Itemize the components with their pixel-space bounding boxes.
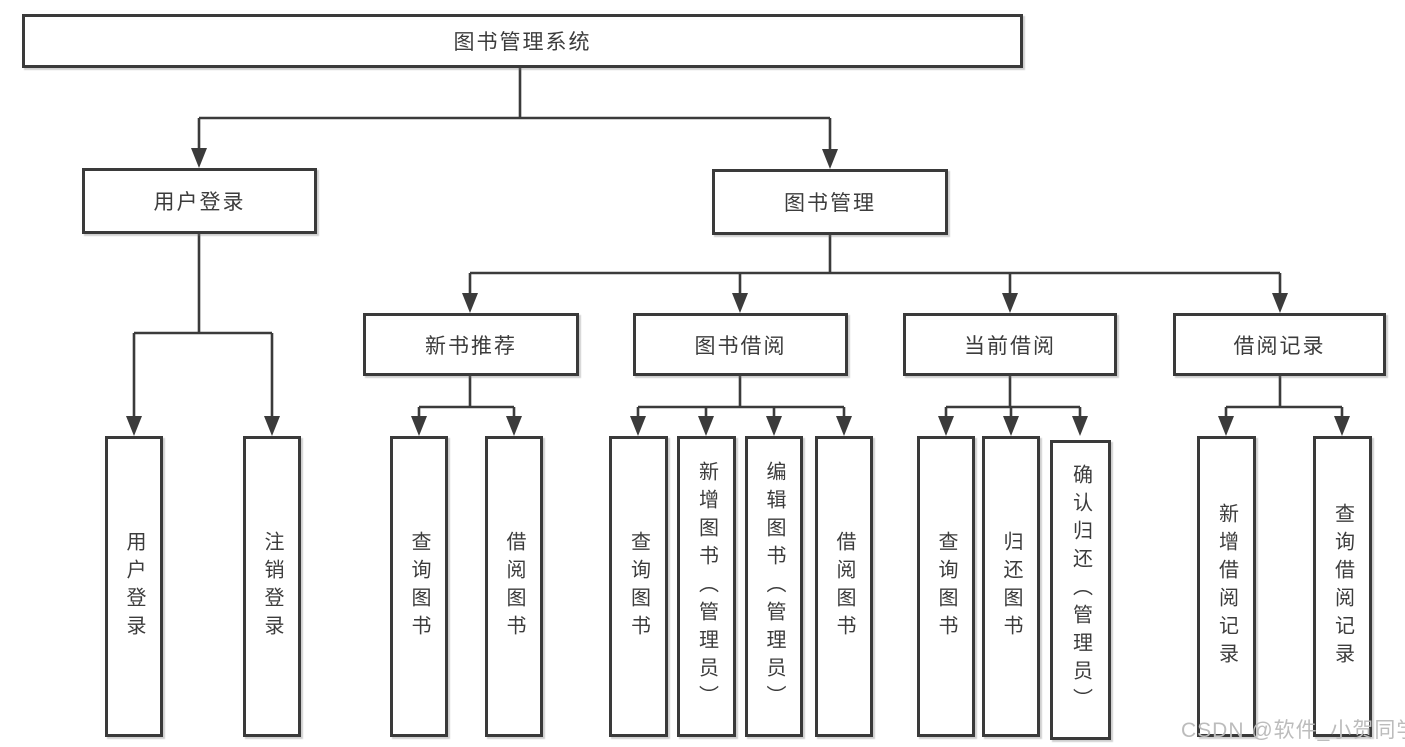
leaf-record-add: 新增借阅记录 xyxy=(1197,436,1256,737)
leaf-current-return: 归还图书 xyxy=(982,436,1040,737)
leaf-label: 查询借阅记录 xyxy=(1331,502,1354,671)
leaf-label: 借阅图书 xyxy=(833,530,855,643)
node-label: 当前借阅 xyxy=(964,334,1056,358)
leaf-label: 用户登录 xyxy=(123,530,145,643)
node-label: 图书管理 xyxy=(784,192,876,215)
leaf-label: 查询图书 xyxy=(627,530,650,643)
leaf-borrow-add-admin: 新增图书（管理员） xyxy=(677,436,736,737)
leaf-label: 查询图书 xyxy=(935,530,957,643)
leaf-newbook-borrow: 借阅图书 xyxy=(485,436,543,737)
leaf-borrow-edit-admin: 编辑图书（管理员） xyxy=(745,436,803,737)
leaf-label: 借阅图书 xyxy=(503,530,525,643)
node-label: 图书借阅 xyxy=(694,334,787,358)
leaf-label: 编辑图书（管理员） xyxy=(763,460,785,713)
node-current-borrow: 当前借阅 xyxy=(903,313,1117,376)
leaf-label: 注销登录 xyxy=(261,530,283,643)
node-label: 新书推荐 xyxy=(425,334,517,358)
leaf-user-login: 用户登录 xyxy=(105,436,163,737)
node-user-login-branch: 用户登录 xyxy=(82,168,317,234)
leaf-borrow-book: 借阅图书 xyxy=(815,436,873,737)
tree-edges xyxy=(132,68,1344,420)
leaf-record-query: 查询借阅记录 xyxy=(1313,436,1372,737)
leaf-logout: 注销登录 xyxy=(243,436,301,737)
node-root-label: 图书管理系统 xyxy=(453,31,592,54)
leaf-current-query: 查询图书 xyxy=(917,436,975,737)
node-borrow-records: 借阅记录 xyxy=(1173,313,1386,376)
leaf-confirm-return-admin: 确认归还（管理员） xyxy=(1050,440,1111,740)
leaf-label: 确认归还（管理员） xyxy=(1069,464,1092,716)
leaf-label: 查询图书 xyxy=(408,530,430,643)
node-new-book-recommend: 新书推荐 xyxy=(363,313,579,376)
leaf-newbook-query: 查询图书 xyxy=(390,436,448,737)
leaf-label: 新增借阅记录 xyxy=(1215,502,1238,671)
leaf-label: 新增图书（管理员） xyxy=(695,460,718,713)
csdn-watermark: CSDN @软件_小贺同学 xyxy=(1181,719,1405,742)
node-root-system: 图书管理系统 xyxy=(22,14,1023,68)
leaf-borrow-query: 查询图书 xyxy=(609,436,668,737)
node-label: 借阅记录 xyxy=(1233,334,1326,358)
node-book-management-branch: 图书管理 xyxy=(712,169,948,235)
node-label: 用户登录 xyxy=(153,191,246,214)
leaf-label: 归还图书 xyxy=(1000,530,1022,643)
node-book-borrow: 图书借阅 xyxy=(633,313,848,376)
